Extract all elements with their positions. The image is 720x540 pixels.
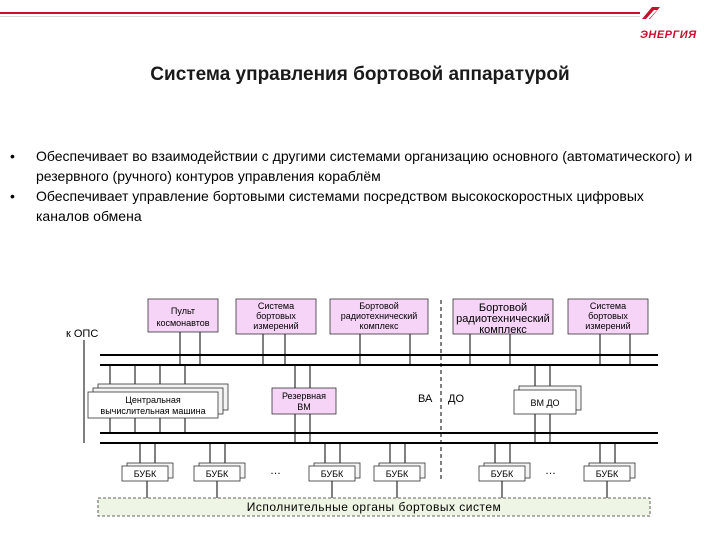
cvm-line2: вычислительная машина [100, 406, 205, 416]
top-box-5-line3: измерений [585, 321, 630, 331]
vm-do-box: ВМ ДО [513, 385, 582, 415]
bullet-list: • Обеспечивает во взаимодействии с други… [10, 146, 700, 226]
bubk-unit: БУБК [308, 462, 361, 482]
bubk-label: БУБК [206, 469, 229, 479]
bubk-unit: БУБК [193, 462, 246, 482]
bubk-label: БУБК [386, 469, 409, 479]
logo-text: ЭНЕРГИЯ [640, 29, 697, 41]
vm-do-label: ВМ ДО [530, 398, 559, 408]
top-box-radio-complex-1: Бортовой радиотехнический комплекс [329, 298, 429, 335]
reserve-line2: ВМ [297, 402, 311, 412]
top-box-measurement-system-2: Система бортовых измерений [567, 298, 649, 335]
reserve-line1: Резервная [282, 391, 326, 401]
bubk-label: БУБК [596, 469, 619, 479]
top-box-3-line3: комплекс [360, 321, 399, 331]
ops-label: к ОПС [66, 328, 98, 340]
top-box-radio-complex-2: Бортовой радиотехнический комплекс [452, 298, 554, 336]
cvm-line1: Центральная [125, 395, 181, 405]
header-gray-line [0, 16, 640, 17]
bubk-unit: БУБК [373, 462, 426, 482]
exec-label: Исполнительные органы бортовых систем [247, 500, 502, 514]
va-label: ВА [418, 393, 433, 405]
bullet-text: Обеспечивает во взаимодействии с другими… [36, 148, 693, 184]
bullet-item: • Обеспечивает во взаимодействии с други… [10, 146, 700, 186]
top-box-measurement-system: Система бортовых измерений [235, 298, 317, 335]
bullet-item: • Обеспечивает управление бортовыми сист… [10, 186, 700, 226]
top-box-1-line1: Пульт [171, 306, 195, 316]
bubk-unit: БУБК [478, 462, 531, 482]
bubk-label: БУБК [491, 469, 514, 479]
central-computer-box: Центральная вычислительная машина [87, 383, 229, 419]
bullet-dot: • [10, 148, 15, 164]
do-label: ДО [448, 393, 464, 405]
top-box-3-line1: Бортовой [359, 301, 398, 311]
bullet-dot: • [10, 188, 15, 204]
bubk-label: БУБК [321, 469, 344, 479]
executive-organs-bar: Исполнительные органы бортовых систем [97, 497, 651, 517]
bubk-label: БУБК [134, 469, 157, 479]
reserve-vm-box: Резервная ВМ [271, 387, 337, 415]
top-box-1-line2: космонавтов [156, 318, 209, 328]
ellipsis-left: … [270, 465, 281, 477]
top-box-2-line3: измерений [253, 321, 298, 331]
header-red-line [0, 12, 640, 14]
top-box-crew-console: Пульт космонавтов [147, 298, 219, 333]
top-box-5-line1: Система [590, 301, 626, 311]
top-connectors [83, 332, 631, 443]
top-box-4-line1: Бортовой [479, 302, 527, 314]
top-box-4-line2: радиотехнический [456, 313, 550, 325]
bubk-unit: БУБК [121, 462, 174, 482]
slide-title: Система управления бортовой аппаратурой [150, 64, 570, 85]
top-box-3-line2: радиотехнический [341, 311, 418, 321]
top-box-2-line2: бортовых [256, 311, 296, 321]
ellipsis-right: … [545, 465, 556, 477]
middle-connectors [109, 365, 551, 443]
bottom-connectors [139, 443, 616, 498]
top-box-5-line2: бортовых [588, 311, 628, 321]
bubk-unit: БУБК [583, 462, 636, 482]
top-box-4-line3: комплекс [479, 324, 527, 336]
logo-mark-icon [642, 7, 660, 20]
bullet-text: Обеспечивает управление бортовыми систем… [36, 188, 644, 224]
top-box-2-line1: Система [258, 301, 294, 311]
company-logo: ЭНЕРГИЯ [640, 2, 718, 41]
